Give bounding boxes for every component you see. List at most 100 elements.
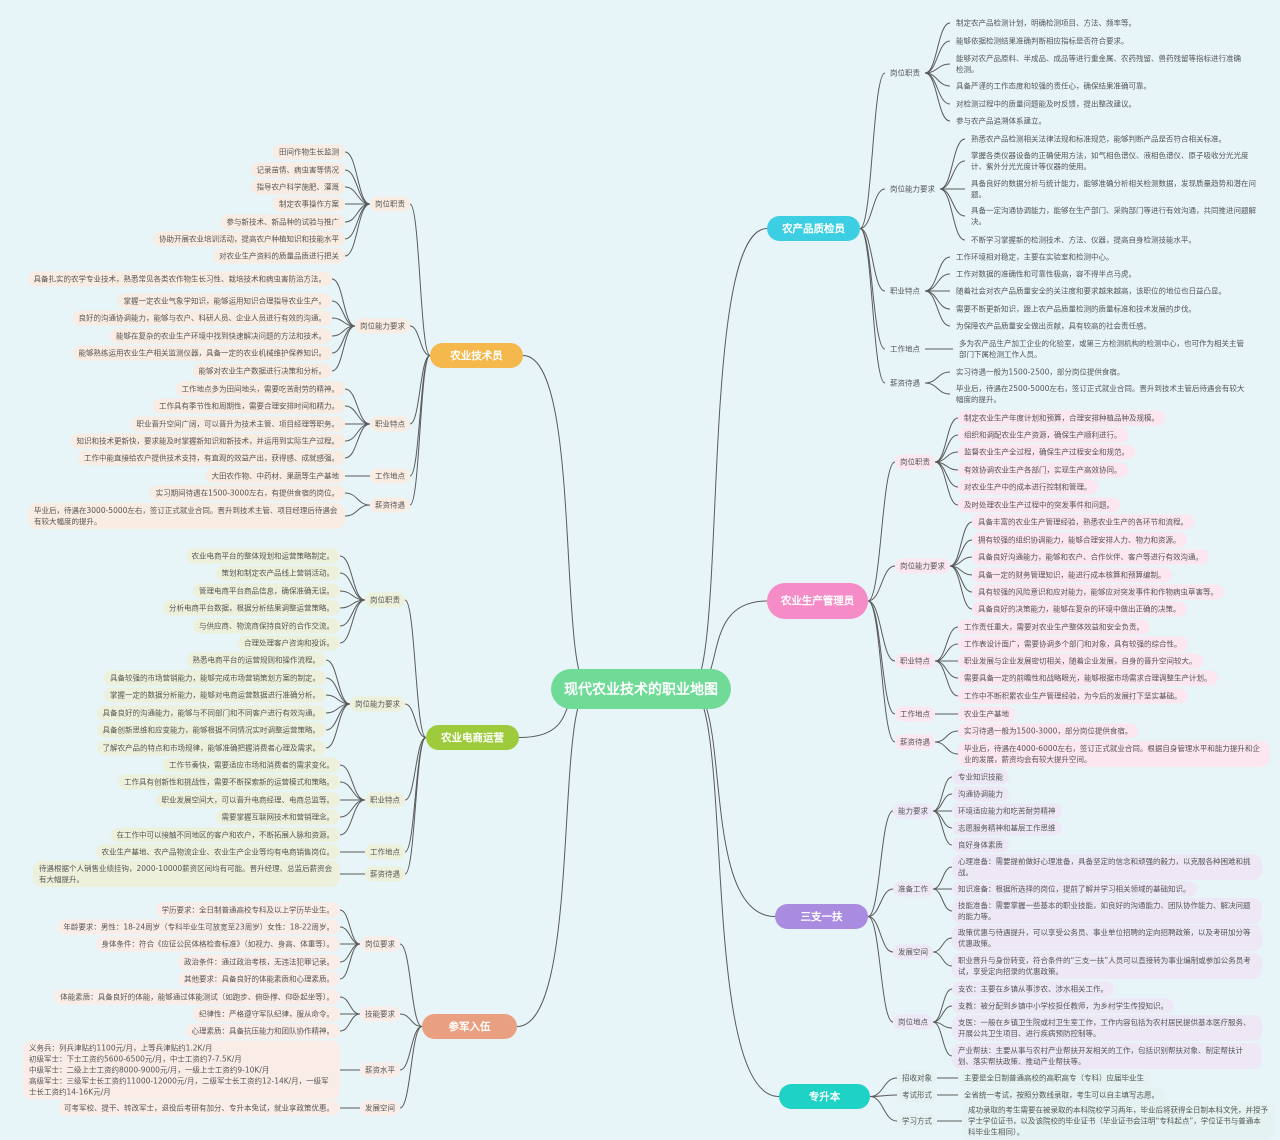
detail-item: 体能素质：具备良好的体能，能够通过体能测试（如跑步、俯卧撑、仰卧起坐等）。 [54,989,340,1005]
category-node[interactable]: 岗位能力要求 [355,318,410,334]
connector-line [339,599,366,644]
branch-node[interactable]: 农产品质检员 [767,216,860,241]
category-node[interactable]: 职业特点 [365,792,405,808]
connector-line [325,703,351,749]
category-node[interactable]: 职业特点 [370,416,410,432]
detail-item: 知识和技术更新快，要求能及时掌握新知识和新技术，并运用到实际生产过程。 [70,433,345,449]
detail-item: 工作环境相对稳定，主要在实验室和检测中心。 [956,252,1114,262]
detail-item: 具备创新思维和应变能力，能够根据不同情况实时调整运营策略。 [96,722,326,738]
category-node[interactable]: 职业特点 [890,286,920,296]
connector-line [339,1013,361,1032]
connector-line [924,40,951,74]
connector-line [344,405,371,425]
connector-line [409,355,431,425]
category-node[interactable]: 薪资待遇 [890,378,920,388]
branch-node[interactable]: 农业电商运营 [426,725,519,750]
category-node[interactable]: 考试形式 [897,1087,937,1103]
detail-item: 随着社会对农产品质量安全的关注度和要求越来越高，该职位的地位也日益凸显。 [956,286,1226,296]
category-node[interactable]: 工作地点 [365,844,405,860]
connector-line [859,228,886,384]
detail-item: 合理处理客户咨询和投诉。 [238,635,340,651]
detail-item: 策划和制定农产品线上营销活动。 [215,565,340,581]
connector-line [339,555,366,601]
connector-line [924,273,951,292]
category-node[interactable]: 岗位要求 [360,936,400,952]
category-node[interactable]: 发展空间 [360,1100,400,1116]
detail-item: 职业晋升空间广阔，可以晋升为技术主管、项目经理等职务。 [130,416,345,432]
category-node[interactable]: 岗位地点 [893,1014,933,1030]
connector-line [939,188,966,217]
connector-line [867,565,896,602]
connector-line [934,660,959,697]
connector-line [409,355,431,477]
connector-line [399,1013,423,1027]
category-node[interactable]: 学习方式 [897,1113,937,1129]
category-node[interactable]: 岗位能力要求 [895,558,950,574]
connector-line [404,737,427,853]
detail-item: 具备良好沟通能力，能够和农户、合作伙伴、客户等进行有效沟通。 [972,549,1209,565]
connector-line [399,943,423,1027]
category-node[interactable]: 技能要求 [360,1006,400,1022]
category-node[interactable]: 薪资水平 [360,1062,400,1078]
detail-item: 需要不断更新知识，跟上农产品质量检测的质量标准和技术发展的步伐。 [956,304,1196,314]
category-node[interactable]: 岗位能力要求 [350,696,405,712]
branch-node[interactable]: 农业生产管理员 [767,583,868,619]
detail-item: 职业发展与企业发展密切相关，随着企业发展，自身的晋升空间较大。 [958,653,1203,669]
detail-item: 支农：主要在乡镇从事涉农、涉水相关工作。 [952,981,1114,997]
category-node[interactable]: 职业特点 [895,653,935,669]
connector-line [932,793,953,812]
connector-line [932,988,953,1023]
root-node[interactable]: 现代农业技术的职业地图 [551,669,731,709]
connector-line [932,810,953,829]
detail-item: 工作表设计面广，需要协调多个部门和对象，具有较强的综合性。 [958,636,1188,652]
detail-item: 工作地点多为田间地头，需要吃苦耐劳的精神。 [175,381,345,397]
category-node[interactable]: 岗位能力要求 [890,184,935,194]
branch-node[interactable]: 参军入伍 [422,1014,517,1039]
category-node[interactable]: 工作地点 [890,344,920,354]
category-node[interactable]: 招收对象 [897,1070,937,1086]
connector-line [339,943,361,963]
connector-line [932,888,953,912]
detail-item: 不断学习掌握新的检测技术、方法、仪器，提高自身检测技能水平。 [971,235,1196,245]
connector-line [867,461,896,602]
detail-item: 心理准备：需要提前做好心理准备，具备坚定的信念和顽强的毅力，以克服各种困难和挑战… [952,854,1262,880]
category-node[interactable]: 工作地点 [895,706,935,722]
connector-line [932,1021,953,1057]
connector-line [934,730,959,743]
detail-item: 协助开展农业培训活动，提高农户种植知识和技能水平 [153,231,345,247]
detail-item: 农业电商平台的整体规划和运营策略制定。 [185,548,340,564]
detail-item: 拥有较强的组织协调能力，能够合理安排人力、物力和资源。 [972,532,1187,548]
category-node[interactable]: 岗位职责 [365,592,405,608]
connector-line [339,943,361,980]
connector-line [932,810,953,846]
category-node[interactable]: 岗位职责 [890,68,920,78]
category-node[interactable]: 岗位职责 [895,454,935,470]
connector-line [399,1026,423,1071]
detail-item: 工作中不断积累农业生产管理经验，为今后的发展打下坚实基础。 [958,688,1188,704]
detail-item: 参与新技术、新品种的试验与推广 [220,214,345,230]
detail-item: 支教：被分配到乡镇中小学校担任教师，为乡村学生传授知识。 [952,998,1174,1014]
connector-line [867,916,894,1023]
connector-line [924,290,951,327]
branch-node[interactable]: 农业技术员 [430,343,523,368]
category-node[interactable]: 薪资待遇 [370,497,410,513]
connector-line [932,951,953,967]
detail-item: 及时处理农业生产过程中的突发事件和问题。 [958,497,1120,513]
branch-node[interactable]: 三支一扶 [775,904,868,929]
detail-item: 对农业生产中的成本进行控制和管理。 [958,479,1098,495]
branch-node[interactable]: 专升本 [779,1084,870,1109]
category-node[interactable]: 发展空间 [893,944,933,960]
connector-line [344,504,371,517]
category-node[interactable]: 岗位职责 [370,196,410,212]
category-node[interactable]: 薪资待遇 [365,866,405,882]
connector-line [934,660,959,679]
detail-item: 具备扎实的农学专业技术，熟悉常见各类农作物生长习性、栽培技术和病虫害防治方法。 [27,271,332,287]
connector-line [399,1026,423,1109]
category-node[interactable]: 薪资待遇 [895,734,935,750]
category-node[interactable]: 能力要求 [893,803,933,819]
category-node[interactable]: 准备工作 [893,881,933,897]
connector-line [331,325,356,372]
connector-line [869,1096,898,1122]
category-node[interactable]: 工作地点 [370,468,410,484]
connector-line [404,599,427,738]
